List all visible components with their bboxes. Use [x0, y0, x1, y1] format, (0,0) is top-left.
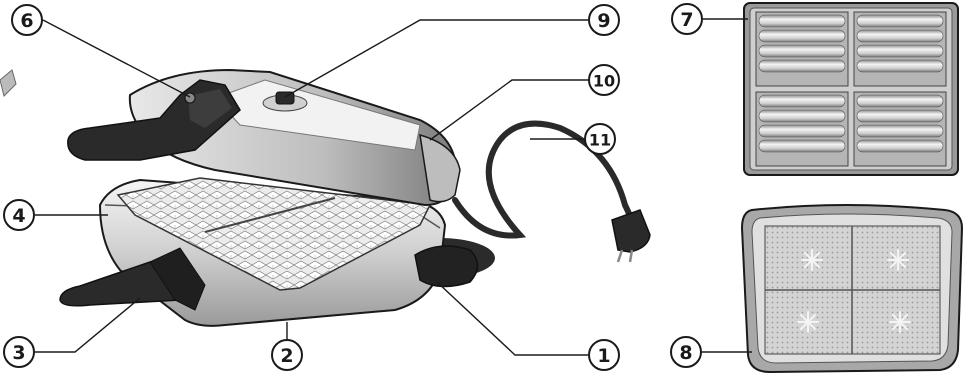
callout-6: 7 — [671, 3, 703, 35]
waffle-plate — [116, 177, 432, 291]
bottom-handle-grip — [149, 247, 206, 311]
leader-lines — [35, 18, 752, 356]
leader-3 — [35, 297, 141, 353]
star-marks — [797, 249, 911, 333]
foot — [414, 245, 479, 288]
callout-11-label: 11 — [589, 131, 611, 150]
waffle-divider — [204, 197, 336, 233]
callout-3: 3 — [3, 336, 35, 368]
callout-11: 11 — [584, 123, 616, 155]
top-handle-highlight — [188, 89, 232, 128]
callout-7: 8 — [670, 336, 702, 368]
plug-pins — [616, 249, 634, 263]
lid-hinge — [419, 133, 461, 203]
callout-6-label: 7 — [680, 9, 693, 31]
sausage-grooves — [755, 11, 947, 167]
power-cord — [452, 120, 635, 239]
callout-9-label: 9 — [597, 10, 610, 32]
toast-plate — [740, 204, 964, 374]
callout-10: 10 — [588, 64, 620, 96]
callout-2-label: 2 — [280, 345, 293, 367]
edge-fragment — [0, 69, 17, 97]
callout-8-label: 6 — [20, 10, 33, 32]
leader-1 — [436, 281, 588, 356]
callout-8: 6 — [11, 4, 43, 36]
sausage-plate — [743, 2, 959, 176]
leader-8 — [42, 19, 191, 98]
callout-7-label: 8 — [679, 342, 692, 364]
lid-top-face — [214, 79, 421, 151]
waffle-maker-illustration — [0, 68, 651, 327]
callout-4: 4 — [3, 199, 35, 231]
callout-10-label: 10 — [593, 72, 615, 91]
leader-10 — [429, 79, 588, 141]
callout-2: 2 — [271, 339, 303, 371]
callout-4-label: 4 — [12, 205, 25, 227]
callout-1: 1 — [588, 339, 620, 371]
callout-1-label: 1 — [597, 345, 610, 367]
callout-3-label: 3 — [12, 342, 25, 364]
plug — [611, 209, 651, 253]
leader-9 — [284, 19, 588, 98]
callout-9: 9 — [588, 4, 620, 36]
